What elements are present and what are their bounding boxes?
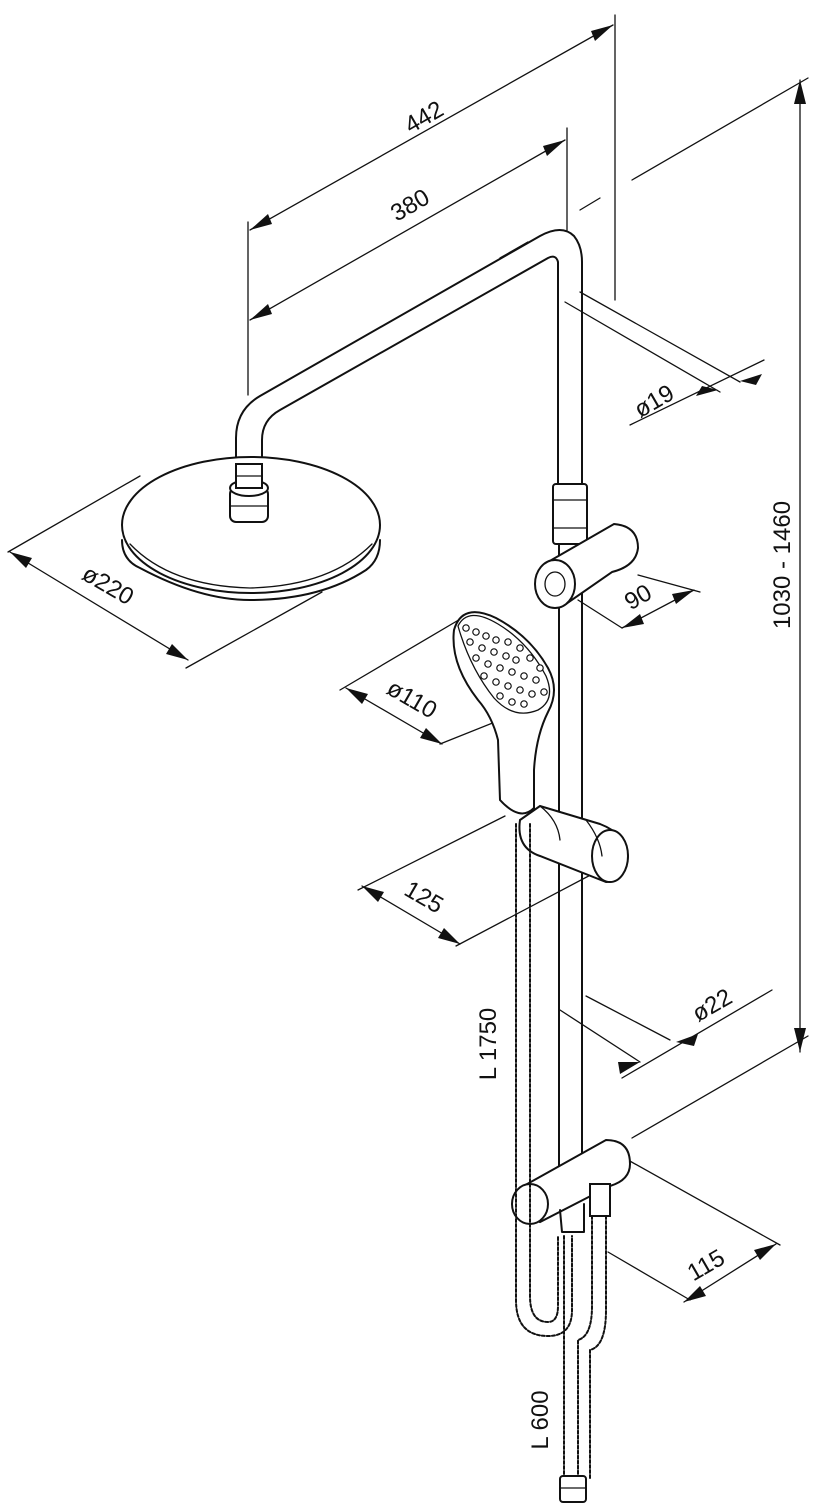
dim-115: 115 <box>683 1244 730 1287</box>
upper-holder <box>534 522 640 609</box>
dim-o19: ø19 <box>630 379 679 423</box>
dim-90: 90 <box>620 579 657 616</box>
spray-holes <box>462 624 548 708</box>
rain-shower-head <box>121 456 381 601</box>
wall-bracket <box>511 1138 632 1233</box>
shower-hose <box>515 823 607 1503</box>
hand-shower <box>452 611 555 815</box>
dim-o110: ø110 <box>382 675 441 725</box>
dim-442: 442 <box>400 96 448 139</box>
dim-o22: ø22 <box>688 983 737 1027</box>
dim-hose-1750: L 1750 <box>475 1008 502 1081</box>
upper-pipe-connector <box>552 483 588 545</box>
dim-hose-600: L 600 <box>527 1390 554 1449</box>
slider-holder <box>518 804 630 884</box>
dimension-labels: 442 380 ø19 1030 - 1460 ø220 90 ø110 125… <box>77 96 796 1450</box>
dim-o220: ø220 <box>77 560 138 611</box>
dim-total-height: 1030 - 1460 <box>769 501 796 629</box>
dimension-lines <box>7 14 809 1303</box>
shower-arm <box>235 229 583 501</box>
dim-380: 380 <box>386 184 434 227</box>
